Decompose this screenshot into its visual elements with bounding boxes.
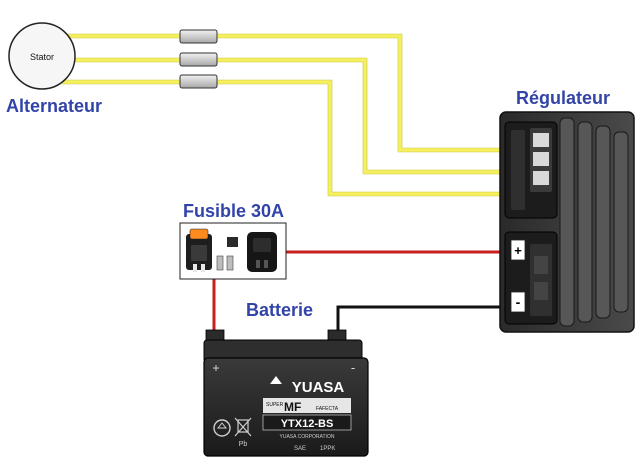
battery-super: SUPER: [266, 402, 284, 408]
battery-label: Batterie: [246, 300, 314, 320]
regulator-plus-terminal: +: [514, 243, 522, 258]
battery: + - YUASA SUPER MF FAFECTA YTX12-BS YUAS…: [203, 329, 369, 457]
battery-mf-sub: FAFECTA: [316, 406, 339, 412]
battery-minus-sign: -: [351, 360, 355, 375]
ac-fuse-3: [179, 74, 218, 89]
battery-sae: SAE: [294, 446, 306, 452]
ac-wire-3: [62, 80, 500, 196]
stator-circle: [8, 22, 76, 90]
ac-fuse-2: [179, 52, 218, 67]
recycle-icon: [213, 419, 231, 437]
battery-brand: YUASA: [292, 379, 345, 396]
crossed-bin-icon: [234, 417, 252, 437]
regulator-minus-terminal: -: [516, 294, 521, 310]
ac-wire-2: [68, 58, 500, 174]
stator-label: Stator: [30, 52, 54, 62]
alternator-label: Alternateur: [6, 96, 103, 116]
battery-corp: YUASA CORPORATION: [280, 434, 335, 440]
battery-plus-sign: +: [212, 361, 219, 375]
battery-model: YTX12-BS: [281, 418, 334, 430]
ac-line-fuses: [179, 29, 218, 89]
stator: Stator: [8, 22, 76, 90]
fuse-label: Fusible 30A: [183, 201, 285, 221]
battery-ppk: 1PPK: [320, 446, 335, 452]
regulator-label: Régulateur: [516, 88, 611, 108]
ac-wire-1: [60, 34, 500, 152]
yuasa-logo-icon: [270, 376, 282, 384]
fuse-30a: [179, 222, 287, 280]
negative-wire: [336, 305, 505, 338]
positive-wire: [212, 250, 505, 338]
battery-pb: Pb: [239, 441, 248, 448]
regulator: + -: [499, 111, 635, 333]
battery-mf: MF: [284, 400, 301, 414]
ac-fuse-1: [179, 29, 218, 44]
